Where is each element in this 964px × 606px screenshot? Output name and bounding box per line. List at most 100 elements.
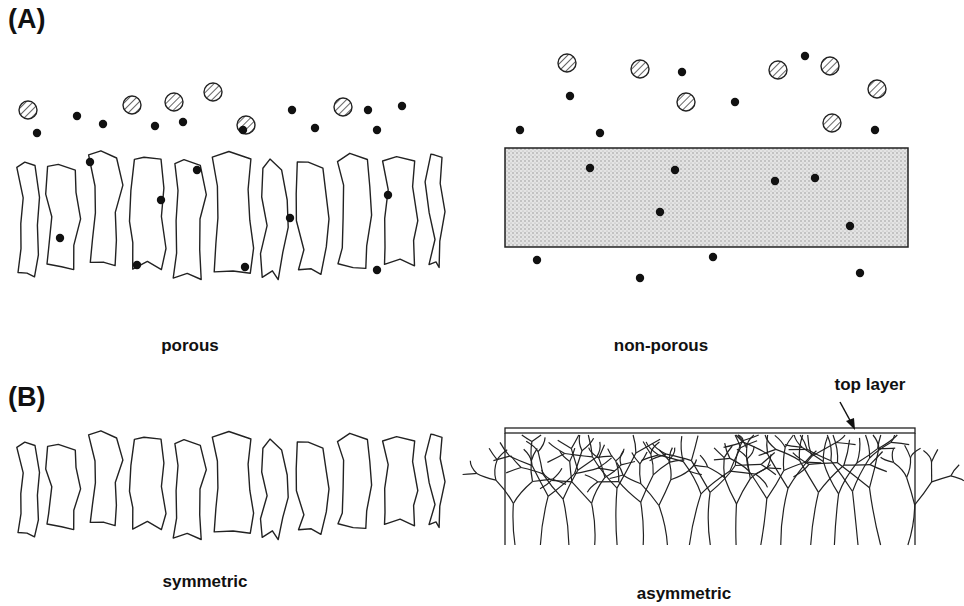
pore-channel (510, 456, 532, 465)
pore-channel (547, 454, 564, 463)
pore-channel (931, 462, 932, 482)
small-molecule (364, 106, 372, 114)
large-molecule (204, 83, 222, 101)
small-molecule (288, 106, 296, 114)
pore-channel (747, 446, 754, 458)
pore-channel (911, 448, 921, 458)
pore-channel (873, 435, 879, 448)
large-molecule (868, 80, 886, 98)
pore-grain (130, 437, 167, 529)
pore-grain (89, 151, 123, 266)
pore-channel (470, 461, 477, 474)
pore-channel (588, 435, 592, 457)
pore-channel (553, 468, 562, 479)
small-molecule (709, 253, 717, 261)
small-molecule (384, 191, 392, 199)
membrane-label: non-porous (614, 336, 708, 356)
pore-channel (819, 465, 844, 492)
pore-channel (838, 463, 870, 488)
pore-channel (730, 471, 756, 474)
pore-channel (708, 467, 725, 478)
small-molecule (871, 126, 879, 134)
pore-channel (746, 448, 749, 471)
pore-channel (560, 451, 570, 461)
pore-channel (737, 479, 751, 504)
pore-channel (809, 463, 838, 465)
pore-channel (587, 482, 597, 492)
pore-channel (767, 471, 784, 499)
pore-channel (671, 471, 689, 480)
pore-channel (768, 454, 788, 488)
pore-channel (538, 437, 545, 451)
pore-channel (659, 506, 668, 546)
pore-channel (623, 475, 641, 484)
pore-channel (659, 480, 671, 506)
pore-channel (542, 470, 552, 481)
pore-channel (610, 475, 623, 479)
small-molecule (179, 118, 187, 126)
pore-channel (870, 488, 881, 545)
pore-channel (700, 455, 708, 467)
small-molecule (86, 158, 94, 166)
pore-channel (633, 435, 636, 453)
pore-channel (548, 474, 574, 497)
pore-channel (866, 435, 870, 458)
large-molecule (165, 93, 183, 111)
small-molecule (678, 68, 686, 76)
small-molecule (56, 234, 64, 242)
pore-channel (558, 440, 572, 448)
pore-channel (735, 504, 737, 545)
pore-grain (296, 162, 329, 274)
pore-channel (632, 453, 640, 464)
pore-channel (742, 442, 767, 454)
pore-channel (932, 449, 938, 462)
pore-channel (730, 458, 749, 471)
pore-channel (892, 448, 893, 462)
small-molecule (373, 126, 381, 134)
small-molecule (241, 263, 249, 271)
pore-channel (598, 481, 619, 482)
pore-channel (585, 475, 598, 482)
pore-channel (493, 456, 509, 461)
pore-channel (641, 475, 654, 502)
pore-channel (532, 435, 541, 441)
small-molecule (533, 256, 541, 264)
large-molecule (677, 93, 695, 111)
pore-grain (383, 437, 418, 526)
small-molecule (811, 174, 819, 182)
pore-channel (506, 468, 521, 473)
pore-channel (666, 454, 691, 460)
pore-channel (565, 454, 593, 457)
pore-channel (477, 473, 496, 480)
pore-channel (640, 464, 641, 484)
pore-channel (463, 473, 477, 474)
pore-channel (725, 478, 737, 504)
pore-channel (725, 443, 730, 458)
pore-channel (891, 442, 909, 444)
pore-channel (951, 465, 959, 476)
pore-grain (89, 431, 123, 526)
pore-channel (767, 467, 781, 469)
pore-channel (765, 435, 776, 449)
pore-channel (844, 440, 850, 465)
pore-channel (870, 448, 879, 488)
pore-channel (789, 449, 808, 451)
small-molecule (671, 166, 679, 174)
pore-channel (526, 441, 538, 452)
pore-channel (793, 453, 809, 465)
pore-channel (908, 505, 915, 545)
pore-channel (793, 464, 809, 477)
pore-channel (495, 460, 497, 480)
pore-channel (563, 499, 569, 545)
pore-grain (425, 154, 445, 267)
pore-channel (781, 488, 788, 545)
pore-grain (261, 159, 289, 280)
pore-channel (513, 482, 532, 504)
pore-channel (710, 466, 735, 493)
pore-channel (714, 458, 730, 460)
pore-channel (800, 435, 807, 449)
pore-channel (708, 492, 710, 545)
pore-channel (905, 445, 911, 458)
pore-channel (951, 476, 964, 481)
pore-channel (572, 482, 592, 504)
